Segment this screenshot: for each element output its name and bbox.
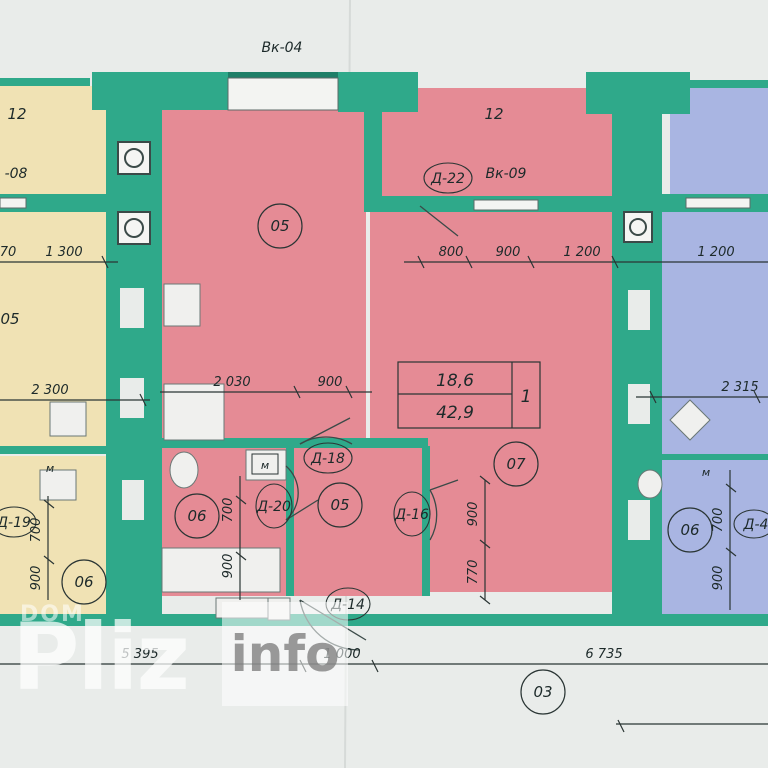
- dim-1000: 1 000: [323, 647, 360, 662]
- room-label-right-06: 06: [680, 521, 699, 539]
- dim-1300: 1 300: [45, 245, 82, 260]
- dim-900-top: 900: [496, 245, 521, 260]
- meter-boxes: [251, 453, 279, 475]
- window-tag-vk04: Вк-04: [262, 40, 303, 56]
- meter-tag-right: м: [702, 466, 710, 479]
- living-area: 18,6: [436, 371, 474, 391]
- dim-900-right: 900: [711, 566, 726, 591]
- door-tag-d4: Д-4: [743, 517, 768, 533]
- dim-2300: 2 300: [31, 383, 68, 398]
- windows: [0, 77, 751, 211]
- room-label-05-hall: 05: [330, 496, 349, 514]
- dim-1200-a: 1 200: [563, 245, 600, 260]
- dim-70: 70: [0, 245, 16, 260]
- room-label-left-06: 06: [74, 573, 93, 591]
- room-05-hall: [292, 446, 424, 596]
- door-tag-d18: Д-18: [310, 451, 345, 467]
- dim-770: 770: [466, 560, 481, 585]
- dim-1200-b: 1 200: [697, 245, 734, 260]
- room-label-06-bath: 06: [187, 507, 206, 525]
- room-label-12-top: 12: [484, 105, 503, 123]
- dimension-lines: [0, 255, 768, 733]
- door-tag-d22: Д-22: [430, 171, 465, 187]
- neighbor-left-room-12: [0, 86, 108, 194]
- neighbor-right-room-06: [662, 458, 768, 616]
- dim-800: 800: [439, 245, 464, 260]
- dim-700-right: 700: [711, 508, 726, 533]
- window-tag-vk09: Вк-09: [486, 166, 527, 182]
- dim-5395: 5 395: [121, 647, 158, 662]
- room-label-03: 03: [533, 683, 552, 701]
- door-tag-d16: Д-16: [394, 507, 429, 523]
- room-label-07: 07: [506, 455, 526, 473]
- dim-900-living: 900: [466, 502, 481, 527]
- dim-2315: 2 315: [721, 380, 758, 395]
- room-label-left-12: 12: [7, 105, 26, 123]
- dim-900-mid: 900: [318, 375, 343, 390]
- window-tag-vk08: -08: [5, 166, 28, 182]
- dim-700-bath: 700: [221, 498, 236, 523]
- walls: [0, 72, 768, 626]
- dim-900-left: 900: [29, 566, 44, 591]
- vent-shafts: [117, 141, 653, 245]
- rooms-count: 1: [521, 387, 532, 407]
- room-12-loggia: [382, 88, 618, 196]
- meter-tag-main: м: [261, 459, 269, 472]
- door-tag-d14: Д-14: [330, 597, 365, 613]
- room-markers: [61, 203, 713, 715]
- dim-900-bath: 900: [221, 554, 236, 579]
- meter-tag-left: м: [46, 462, 54, 475]
- apartment-summary: 18,6 42,9 1: [397, 361, 541, 429]
- door-tag-d20: Д-20: [256, 499, 291, 515]
- door-tag-d19: Д-19: [0, 515, 31, 531]
- dim-700-left: 700: [29, 518, 44, 543]
- room-label-left-05: 05: [0, 310, 19, 328]
- dim-6735: 6 735: [585, 647, 622, 662]
- room-label-05-kitchen: 05: [270, 217, 289, 235]
- wall-niches: [120, 288, 650, 540]
- total-area: 42,9: [436, 403, 474, 423]
- dim-2030: 2 030: [213, 375, 250, 390]
